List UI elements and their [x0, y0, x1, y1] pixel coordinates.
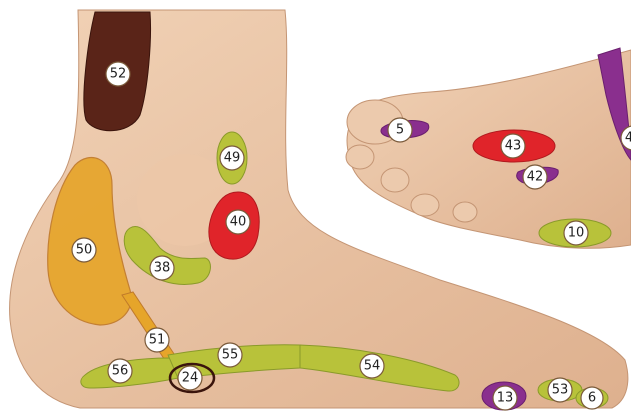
label-56-text: 56	[112, 364, 129, 379]
label-55: 55	[218, 343, 242, 367]
toe-5-shape	[453, 202, 477, 222]
label-50-text: 50	[76, 243, 93, 258]
label-42: 42	[523, 165, 547, 189]
toe-2-shape	[346, 145, 374, 169]
label-53: 53	[548, 378, 572, 402]
label-5-text: 5	[396, 123, 404, 138]
label-24-text: 24	[182, 371, 199, 386]
label-4-text: 4	[625, 131, 631, 146]
label-13-text: 13	[497, 391, 514, 406]
label-24: 24	[178, 366, 202, 390]
label-52: 52	[106, 62, 130, 86]
label-52-text: 52	[110, 67, 127, 82]
label-40: 40	[226, 210, 250, 234]
label-6: 6	[581, 387, 603, 409]
label-50: 50	[72, 238, 96, 262]
label-38-text: 38	[154, 261, 171, 276]
label-10: 10	[564, 221, 588, 245]
label-38: 38	[150, 256, 174, 280]
label-54: 54	[360, 354, 384, 378]
label-53-text: 53	[552, 383, 569, 398]
label-42-text: 42	[527, 170, 544, 185]
label-5: 5	[388, 118, 412, 142]
label-54-text: 54	[364, 359, 381, 374]
label-10-text: 10	[568, 226, 585, 241]
label-51-text: 51	[149, 333, 166, 348]
label-6-text: 6	[588, 391, 596, 406]
label-49: 49	[220, 146, 244, 170]
toe-3-shape	[381, 168, 409, 192]
label-56: 56	[108, 359, 132, 383]
label-49-text: 49	[224, 151, 241, 166]
label-43-text: 43	[505, 139, 522, 154]
label-55-text: 55	[222, 348, 239, 363]
label-51: 51	[145, 328, 169, 352]
label-40-text: 40	[230, 215, 247, 230]
toe-4-shape	[411, 194, 439, 216]
label-13: 13	[493, 386, 517, 410]
label-43: 43	[501, 134, 525, 158]
